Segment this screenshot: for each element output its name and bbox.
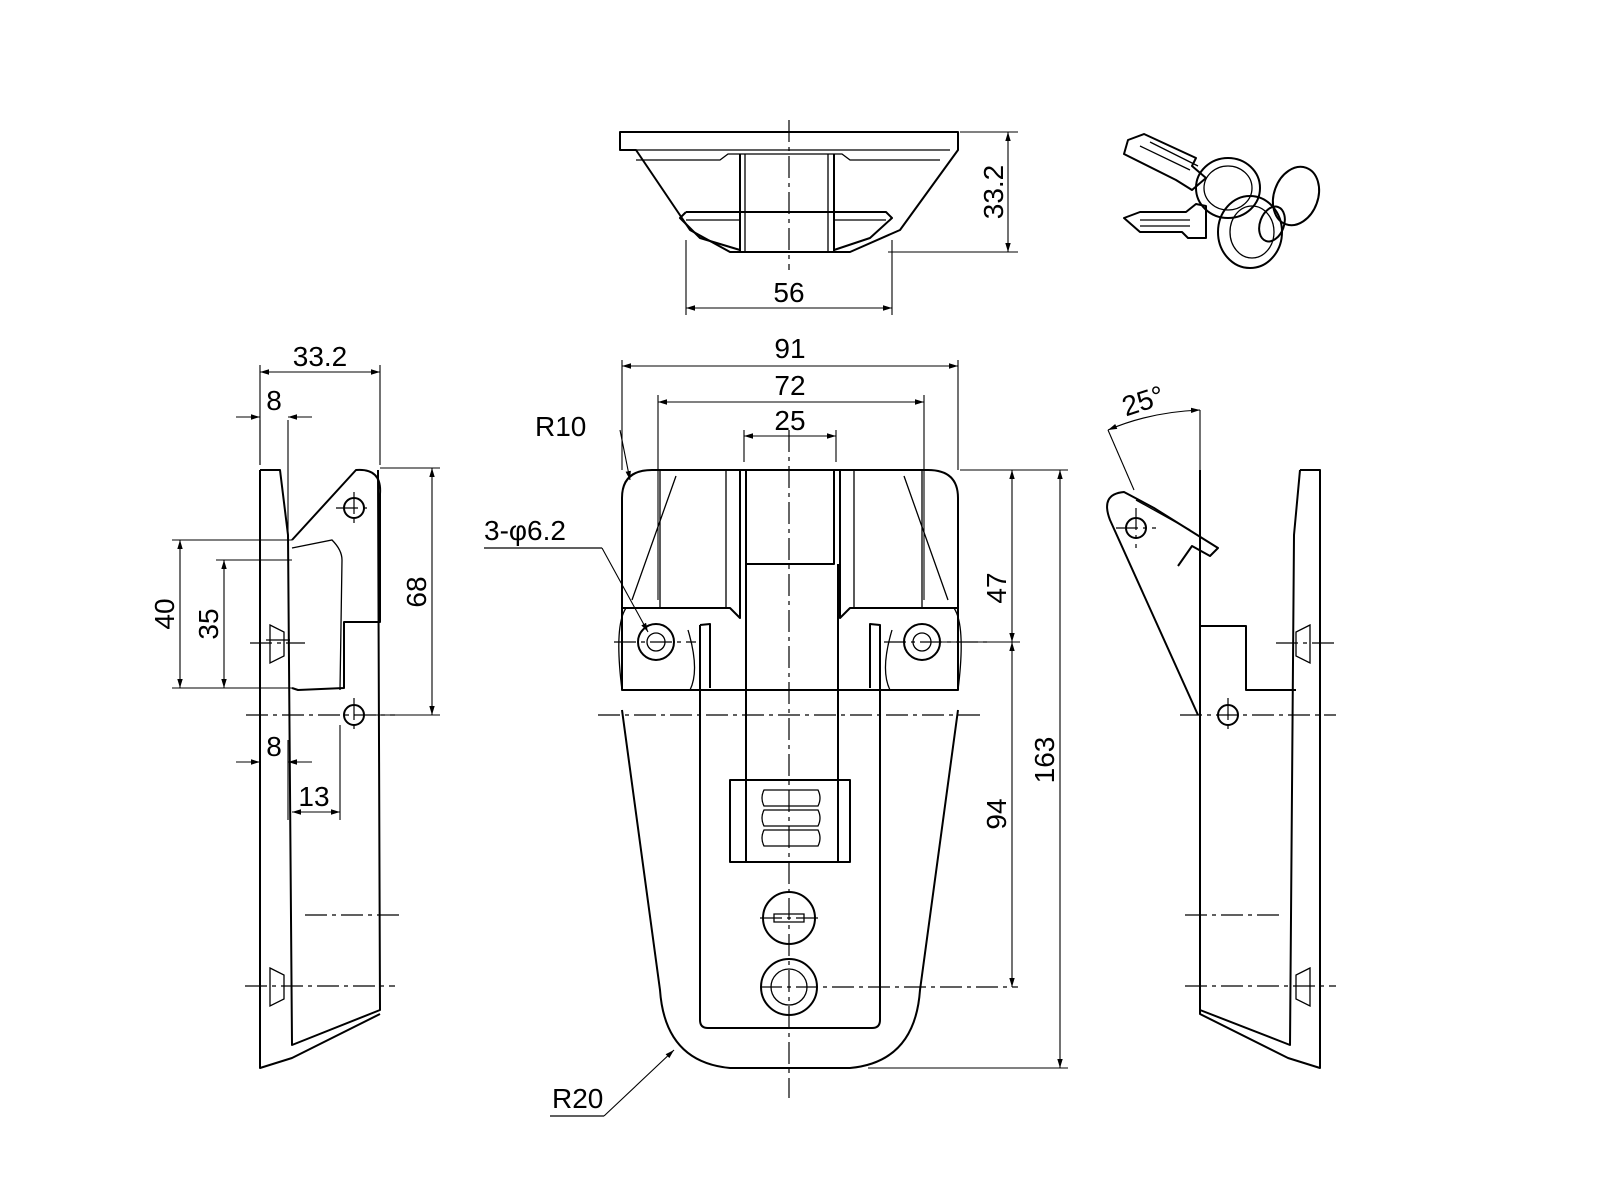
front-view: 91 72 25 R10 3-φ6.2 47 94 163 R20: [484, 333, 1068, 1117]
key-icon: [1123, 133, 1321, 269]
side-height-40-label: 40: [149, 598, 180, 629]
front-radius-top-label: R10: [535, 411, 586, 442]
top-height-label: 33.2: [978, 165, 1009, 220]
side-height-35-label: 35: [193, 608, 224, 639]
top-view: 33.2 56: [619, 120, 1018, 315]
side-depth-label: 33.2: [293, 341, 348, 372]
front-width-72-label: 72: [774, 370, 805, 401]
front-height-47-label: 47: [981, 572, 1012, 603]
front-height-163-label: 163: [1029, 737, 1060, 784]
side-offset-bottom-label: 8: [266, 731, 282, 762]
front-holes-label: 3-φ6.2: [484, 515, 566, 546]
front-radius-bottom-label: R20: [552, 1083, 603, 1114]
side-offset-top-label: 8: [266, 385, 282, 416]
front-width-25-label: 25: [774, 405, 805, 436]
side-view-open: 25°: [1106, 380, 1336, 1069]
open-angle-label: 25°: [1118, 380, 1168, 423]
side-offset-13-label: 13: [298, 781, 329, 812]
side-view-closed: 33.2 8 40 35 68 8 13: [149, 341, 440, 1069]
side-height-68-label: 68: [401, 576, 432, 607]
top-width-label: 56: [773, 277, 804, 308]
front-height-94-label: 94: [981, 798, 1012, 829]
front-width-91-label: 91: [774, 333, 805, 364]
